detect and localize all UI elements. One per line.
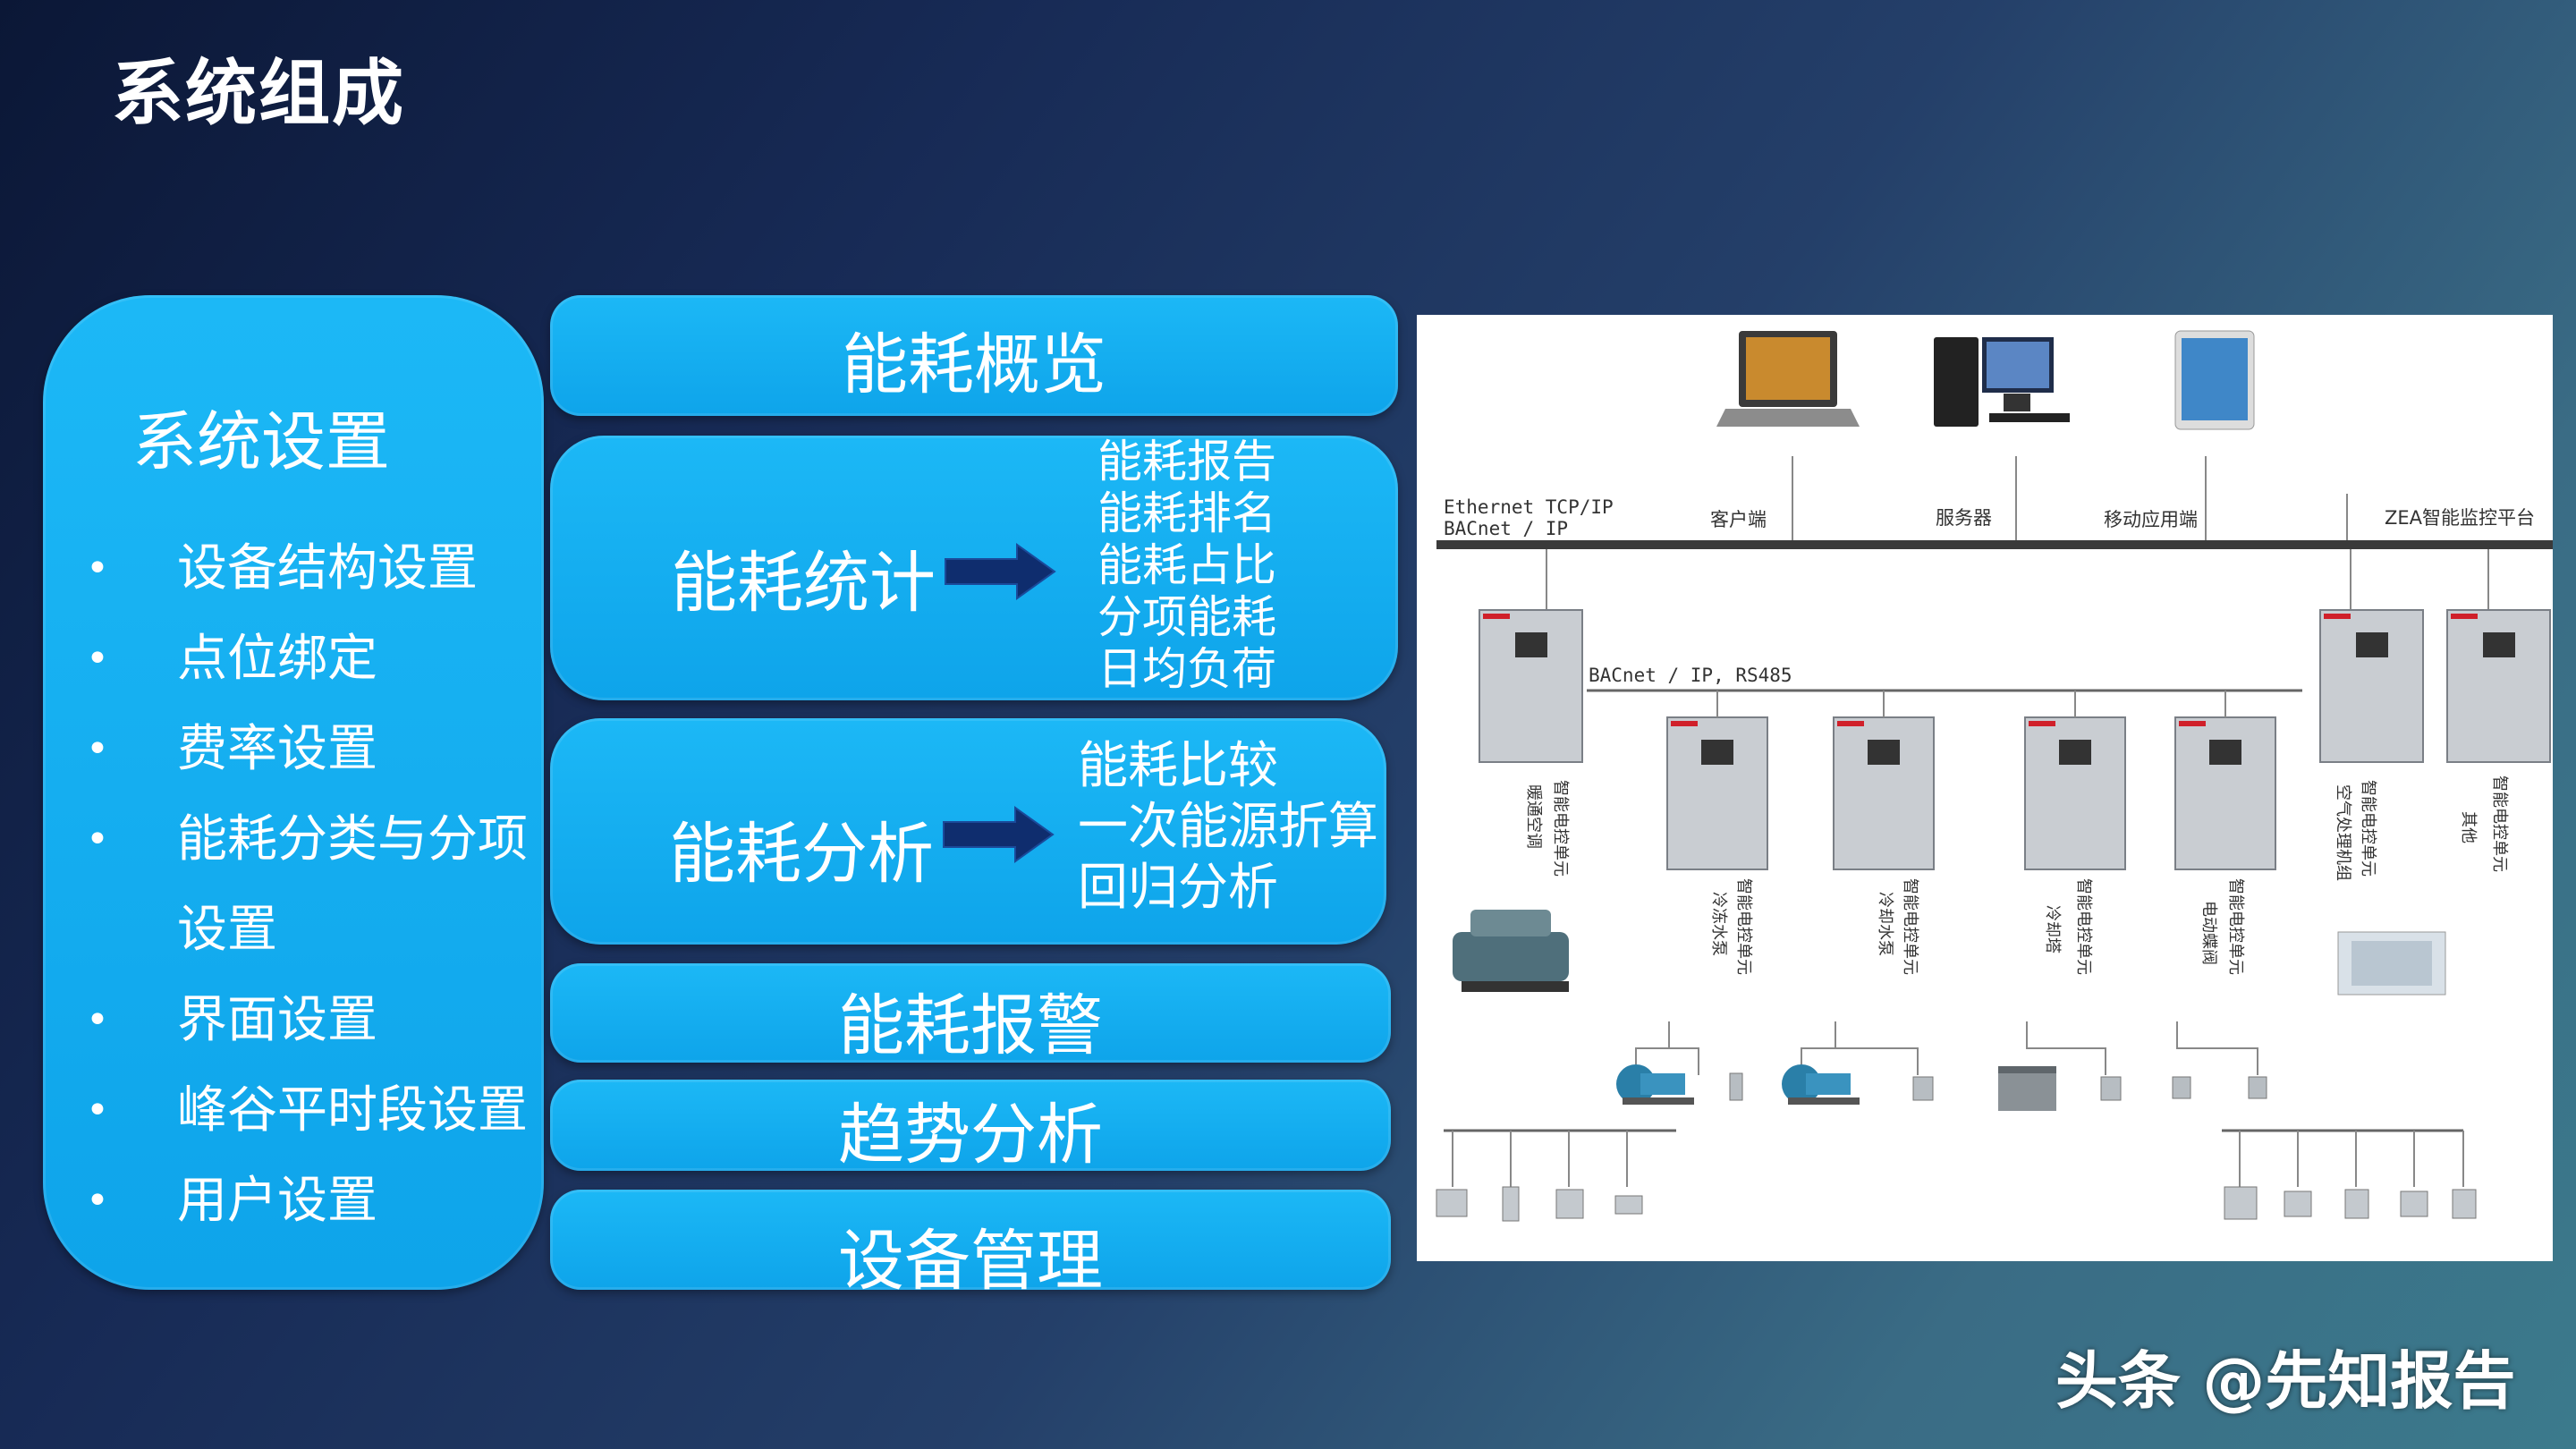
sensor-icon xyxy=(2452,1189,2477,1219)
sub-item: 能耗占比 xyxy=(1097,539,1276,591)
settings-item: 峰谷平时段设置 xyxy=(86,1065,551,1156)
system-diagram-svg: Ethernet TCP/IP BACnet / IP 客户端 服务器 移动应用… xyxy=(1436,330,2553,1222)
cabinet-label: 智能电控单元 xyxy=(2490,775,2509,872)
sub-item: 分项能耗 xyxy=(1097,591,1276,643)
menu-overview-label: 能耗概览 xyxy=(842,326,1106,403)
cabinet-label: 其他 xyxy=(2459,811,2478,843)
sub-item: 日均负荷 xyxy=(1097,643,1276,695)
settings-item: 用户设置 xyxy=(86,1156,551,1246)
settings-item: 界面设置 xyxy=(86,975,551,1065)
menu-trend-label: 趋势分析 xyxy=(838,1097,1103,1174)
cabinet-label: 智能电控单元 xyxy=(1551,780,1570,877)
menu-device-label: 设备管理 xyxy=(838,1223,1103,1300)
desktop-computer-icon xyxy=(1934,337,2070,427)
net-label-ethernet: Ethernet TCP/IP xyxy=(1444,496,1614,518)
menu-stats: 能耗统计 能耗报告 能耗排名 能耗占比 分项能耗 日均负荷 xyxy=(550,436,1398,700)
bus2-label: BACnet / IP, RS485 xyxy=(1589,665,1792,686)
settings-item: 费率设置 xyxy=(86,704,551,794)
sensor-icon xyxy=(1614,1195,1643,1215)
right-arrow-icon xyxy=(943,806,1055,863)
server-label: 服务器 xyxy=(1936,507,1992,529)
menu-stats-label: 能耗统计 xyxy=(671,545,936,622)
pump-icon xyxy=(1782,1064,1860,1105)
cabinet-label: 智能电控单元 xyxy=(1901,878,1919,975)
sensor-icon xyxy=(2284,1191,2312,1217)
cabinet-label: 电动蝶阀 xyxy=(2199,901,2218,965)
menu-analysis: 能耗分析 能耗比较 一次能源折算 回归分析 xyxy=(550,718,1386,945)
settings-list: 设备结构设置 点位绑定 费率设置 能耗分类与分项设置 界面设置 峰谷平时段设置 … xyxy=(86,523,551,1246)
client-label: 客户端 xyxy=(1710,509,1767,530)
cabinet-label: 空气处理机组 xyxy=(2334,784,2352,881)
laptop-icon xyxy=(1716,331,1860,427)
settings-item: 能耗分类与分项设置 xyxy=(86,794,551,975)
platform-label: ZEA智能监控平台 xyxy=(2385,507,2535,529)
menu-overview: 能耗概览 xyxy=(550,295,1398,416)
sub-item: 能耗排名 xyxy=(1097,487,1276,539)
pump-icon xyxy=(1616,1064,1694,1105)
cabinet-icon xyxy=(2174,716,2276,870)
settings-item: 设备结构设置 xyxy=(86,523,551,614)
sensor-icon xyxy=(2400,1191,2428,1217)
menu-device: 设备管理 xyxy=(550,1190,1391,1300)
menu-stats-sublist: 能耗报告 能耗排名 能耗占比 分项能耗 日均负荷 xyxy=(1097,436,1276,695)
cabinet-label: 冷却塔 xyxy=(2043,905,2062,953)
menu-analysis-label: 能耗分析 xyxy=(669,816,934,893)
net-label-bacnet: BACnet / IP xyxy=(1444,518,1568,539)
sub-item: 回归分析 xyxy=(1078,859,1278,917)
cabinet-label: 暖通空调 xyxy=(1524,784,1543,849)
cabinet-label: 冷冻水泵 xyxy=(1709,892,1728,956)
sub-item: 能耗报告 xyxy=(1097,436,1276,487)
cabinet-label: 智能电控单元 xyxy=(2074,878,2093,975)
menu-trend: 趋势分析 xyxy=(550,1080,1391,1174)
menu-analysis-sublist: 能耗比较 一次能源折算 回归分析 xyxy=(1078,736,1378,919)
watermark: 头条 @先知报告 xyxy=(2055,1344,2516,1418)
mobile-label: 移动应用端 xyxy=(2104,509,2198,530)
cabinet-label: 智能电控单元 xyxy=(1734,878,1753,975)
cabinet-label: 冷却水泵 xyxy=(1876,892,1894,956)
air-handler-icon xyxy=(2337,931,2446,996)
chiller-icon xyxy=(1453,910,1569,992)
cooling-tower-icon xyxy=(1998,1066,2056,1111)
menu-alarm-label: 能耗报警 xyxy=(838,987,1103,1064)
sensor-icon xyxy=(1436,1189,1468,1217)
sensor-icon xyxy=(1555,1189,1584,1219)
system-diagram: Ethernet TCP/IP BACnet / IP 客户端 服务器 移动应用… xyxy=(1417,315,2553,1261)
tablet-icon xyxy=(2174,330,2255,430)
menu-alarm: 能耗报警 xyxy=(550,963,1391,1064)
sensor-icon xyxy=(2344,1189,2369,1219)
sensor-icon xyxy=(1502,1186,1520,1222)
settings-item: 点位绑定 xyxy=(86,614,551,704)
page-title: 系统组成 xyxy=(112,52,405,135)
cabinet-icon xyxy=(2319,609,2424,763)
right-arrow-icon xyxy=(945,543,1056,600)
settings-panel: 系统设置 设备结构设置 点位绑定 费率设置 能耗分类与分项设置 界面设置 峰谷平… xyxy=(43,295,544,1290)
cabinet-label: 智能电控单元 xyxy=(2226,878,2245,975)
sub-item: 能耗比较 xyxy=(1078,737,1278,795)
settings-title: 系统设置 xyxy=(132,404,391,479)
sub-item: 一次能源折算 xyxy=(1078,798,1378,856)
cabinet-label: 智能电控单元 xyxy=(2359,780,2377,877)
sensor-icon xyxy=(2224,1186,2258,1220)
